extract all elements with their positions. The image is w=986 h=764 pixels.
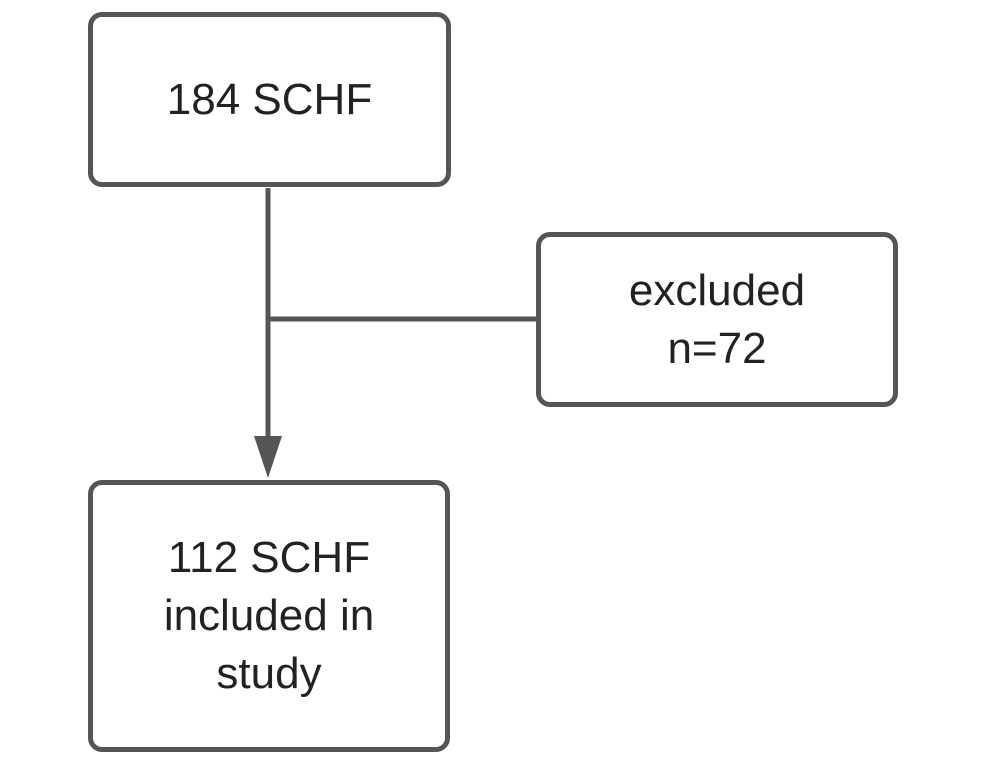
included-node: 112 SCHF included in study [88,480,450,752]
arrowhead-icon [254,436,282,478]
excluded-node-label: excluded n=72 [628,265,806,373]
start-node: 184 SCHF [88,12,451,187]
start-node-label: 184 SCHF [166,74,373,124]
included-node-label: 112 SCHF included in study [163,533,375,698]
excluded-node: excluded n=72 [536,232,898,407]
